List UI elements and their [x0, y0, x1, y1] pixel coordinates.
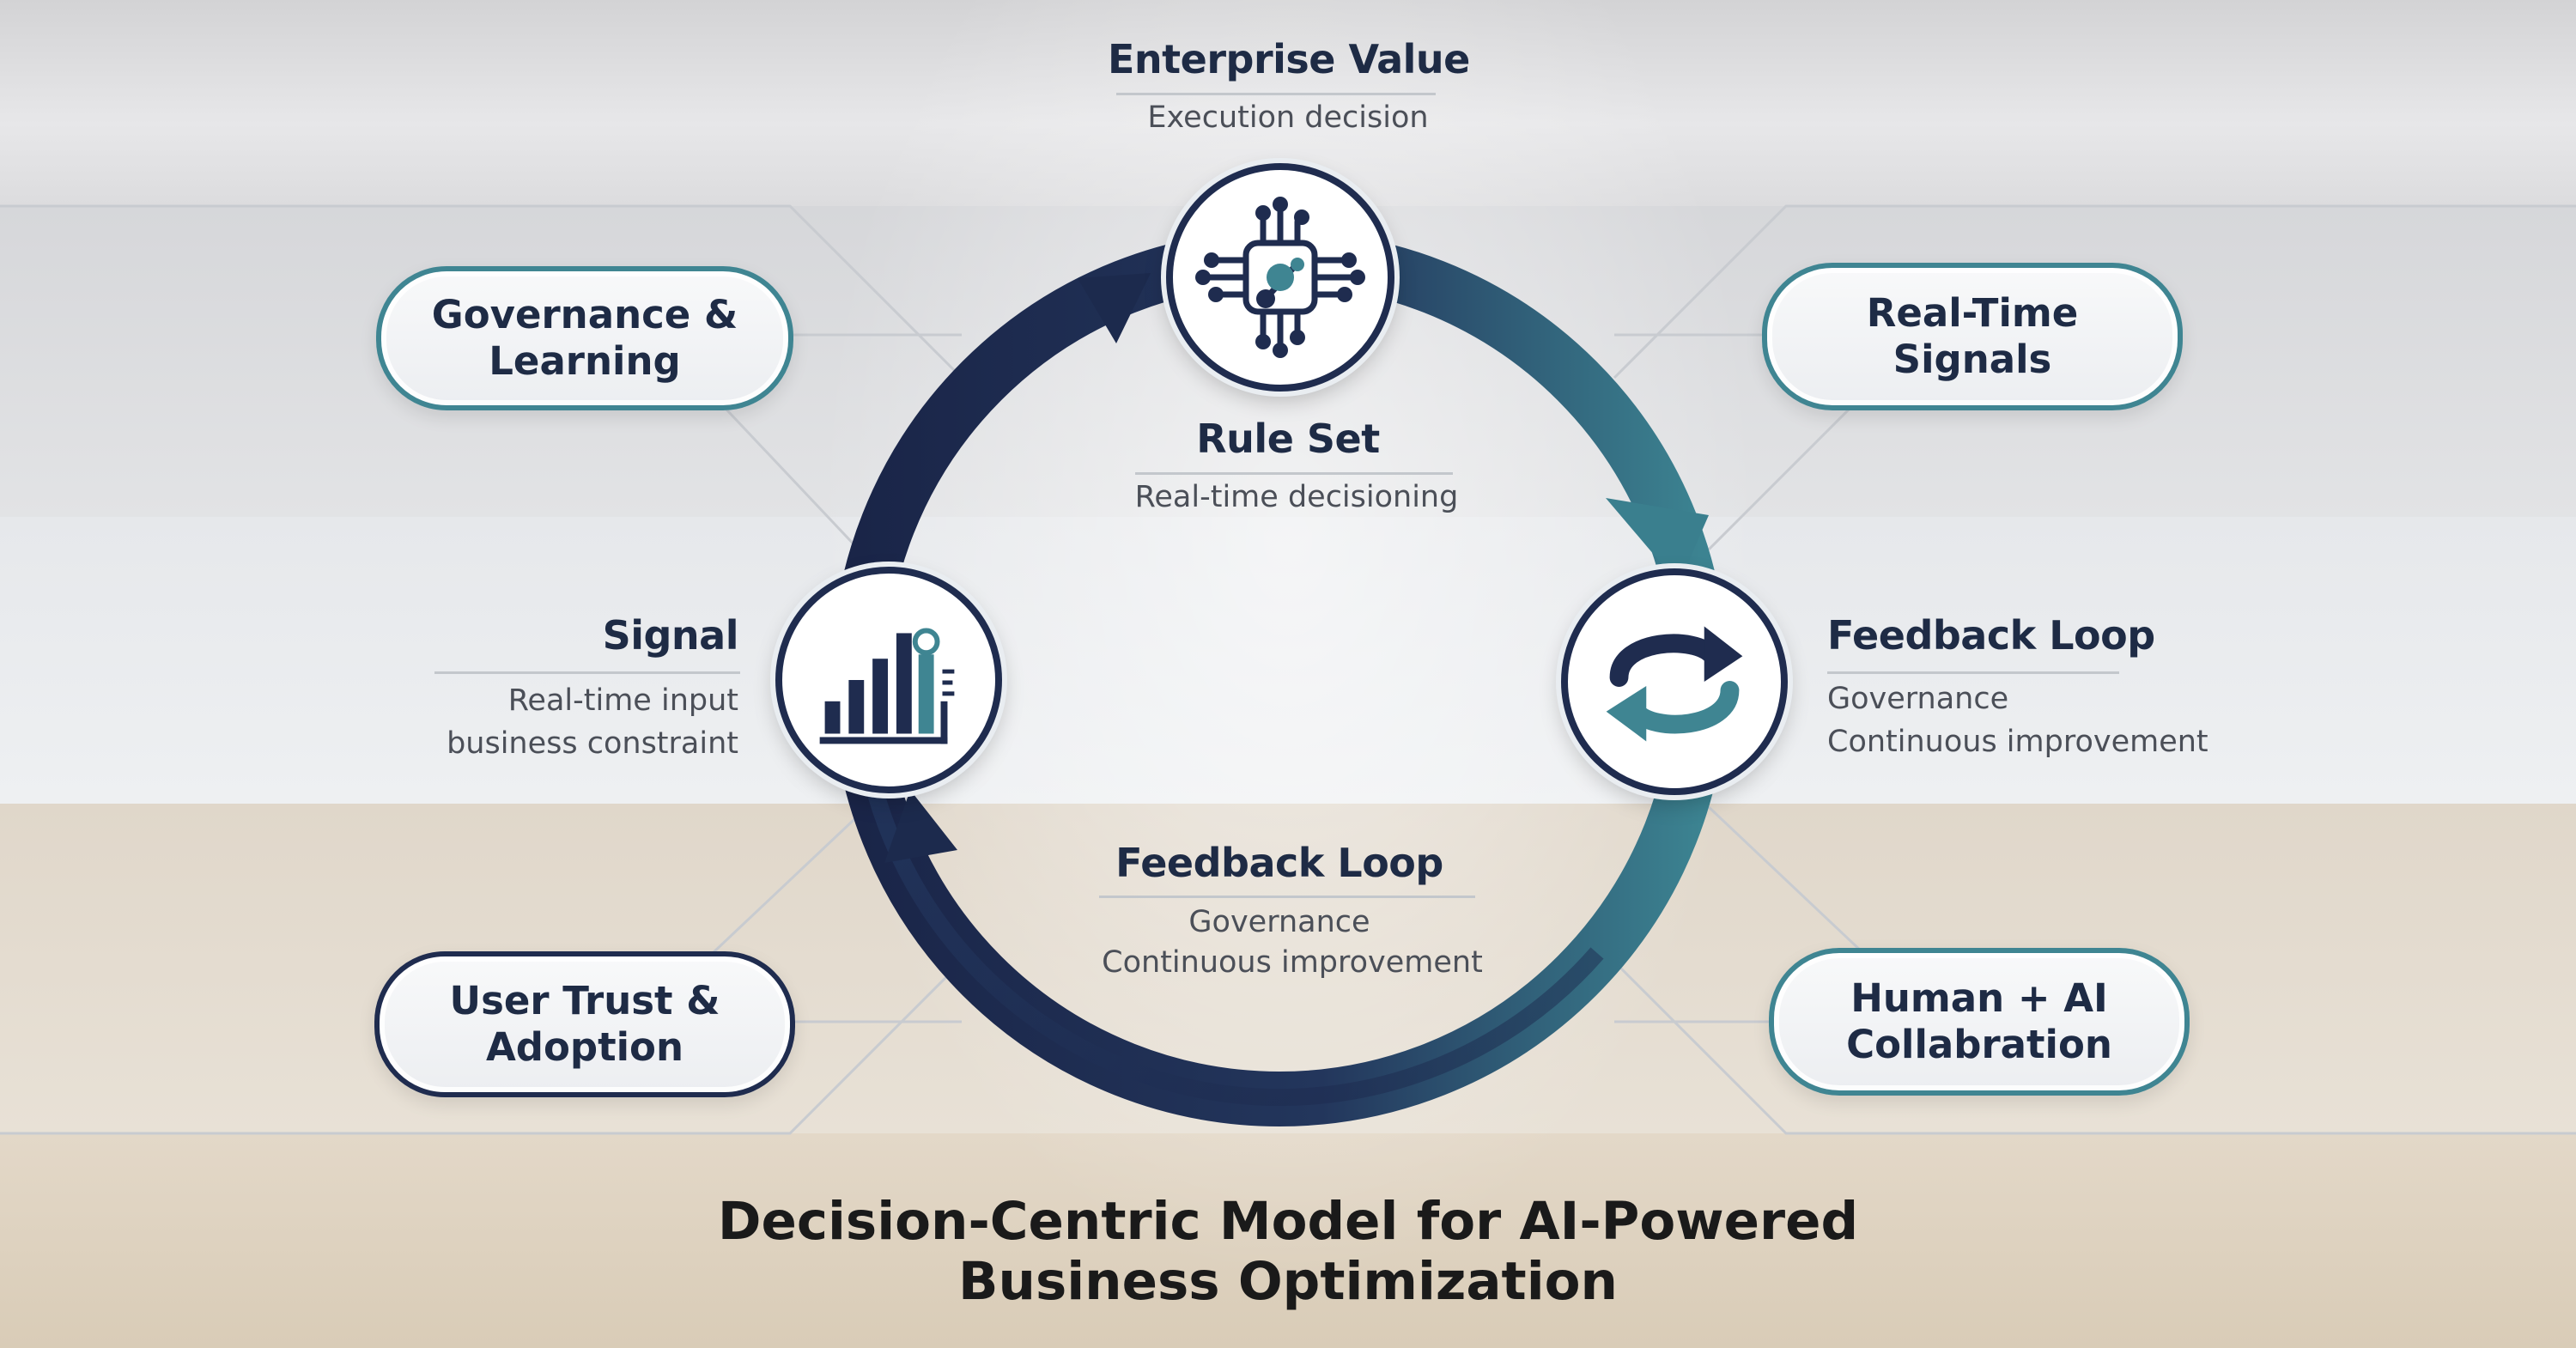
pill-human-ai-collab: Human + AI Collabration [1769, 948, 2190, 1096]
top-divider [1116, 93, 1436, 95]
pill-trust-label: User Trust & Adoption [449, 978, 720, 1070]
center-divider [1135, 472, 1453, 475]
loop-ring-shade [864, 779, 1604, 1107]
pill-signals-label: Real-Time Signals [1866, 290, 2079, 382]
pill-real-time-signals: Real-Time Signals [1762, 263, 2183, 410]
diagram-title-line2: Business Optimization [958, 1251, 1618, 1312]
arrow-right [1606, 498, 1709, 584]
center-subtitle: Real-time decisioning [1134, 480, 1459, 514]
bar-chart-icon [819, 628, 955, 744]
bottom-line1: Governance [1188, 905, 1370, 939]
diagram-title-line1: Decision-Centric Model for AI-Powered [717, 1191, 1859, 1252]
pill-user-trust-adoption: User Trust & Adoption [374, 951, 795, 1097]
right-title: Feedback Loop [1827, 612, 2155, 659]
right-divider [1827, 671, 2119, 674]
connector-signals-top [1613, 204, 2576, 380]
bottom-line2: Continuous improvement [1102, 945, 1483, 980]
left-node [775, 567, 1002, 793]
bottom-divider [1099, 896, 1475, 898]
diagram-title: Decision-Centric Model for AI-Powered Bu… [0, 1192, 2576, 1312]
top-title: Enterprise Value [1108, 36, 1470, 82]
connector-governance-top [0, 204, 963, 380]
cpu-circuit-icon [1195, 197, 1365, 358]
left-line1: Real-time input [507, 683, 738, 718]
connector-lines [0, 204, 2576, 1135]
left-divider [434, 671, 740, 674]
center-title: Rule Set [1196, 416, 1380, 462]
top-node [1166, 163, 1394, 392]
connector-signals-low [1707, 393, 1865, 551]
connector-trust-up [711, 805, 869, 955]
pill-governance-learning: Governance & Learning [376, 266, 793, 410]
left-title: Signal [602, 612, 739, 659]
bottom-title: Feedback Loop [1115, 840, 1443, 886]
arrow-bottom-left [884, 790, 957, 863]
connector-collab-up [1707, 805, 1865, 955]
right-line1: Governance [1827, 682, 2009, 716]
top-subtitle: Execution decision [1147, 100, 1429, 135]
pill-governance-label: Governance & Learning [431, 292, 738, 384]
connector-collab-bottom [1613, 960, 2576, 1135]
connector-trust-bottom [0, 960, 963, 1135]
arrow-top-left [1078, 273, 1151, 343]
right-node [1561, 568, 1788, 795]
right-line2: Continuous improvement [1827, 725, 2208, 759]
pill-collab-label: Human + AI Collabration [1846, 975, 2112, 1067]
left-line2: business constraint [447, 726, 738, 761]
refresh-loop-icon [1606, 626, 1743, 742]
connector-governance-low [711, 393, 860, 551]
